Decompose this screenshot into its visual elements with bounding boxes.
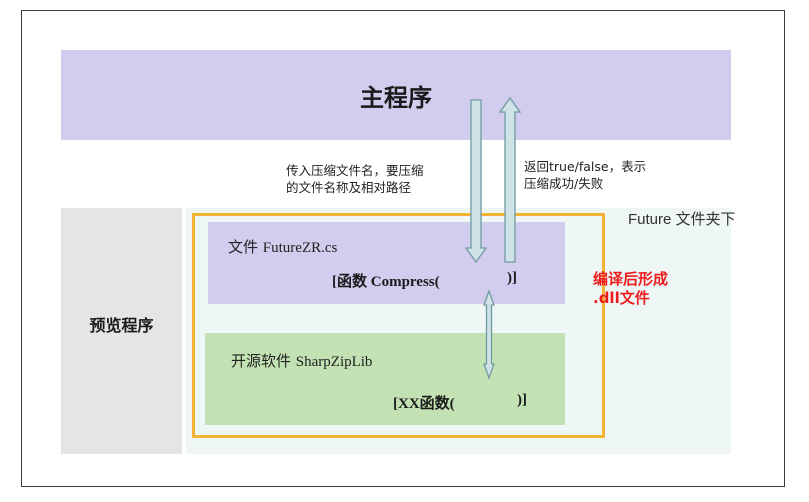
dll-note: 编译后形成 .dll文件 (593, 270, 668, 308)
cs-file-name: FutureZR.cs (262, 240, 338, 256)
up-arrow-icon (498, 96, 522, 263)
compress-function-end: )] (507, 270, 517, 286)
dll-note-line: 编译后形成 (593, 270, 669, 288)
compress-function-label: [函数 Compress( )] (332, 270, 517, 291)
xx-function-start: [XX函数( (393, 396, 455, 412)
input-params-note: 传入压缩文件名，要压缩 的文件名称及相对路径 (286, 162, 424, 196)
preview-program-box: 预览程序 (61, 208, 182, 454)
preview-program-label: 预览程序 (89, 316, 154, 335)
down-arrow-icon (464, 99, 488, 264)
input-params-note-line: 的文件名称及相对路径 (286, 180, 412, 195)
compress-function-start: [函数 Compress( (332, 274, 440, 290)
future-folder-label: Future 文件夹下 (628, 211, 736, 228)
dll-note-line: .dll文件 (593, 289, 650, 307)
input-params-note-line: 传入压缩文件名，要压缩 (286, 163, 424, 178)
double-arrow-icon (483, 289, 495, 380)
return-value-note-line: 返回true/false，表示 (524, 159, 647, 174)
main-program-label: 主程序 (360, 83, 432, 112)
sharpziplib-label: 开源软件 SharpZipLib (231, 350, 372, 371)
return-value-note-line: 压缩成功/失败 (524, 176, 604, 191)
xx-function-label: [XX函数( )] (393, 392, 527, 413)
dll-boundary-box (192, 213, 605, 438)
sharpziplib-box: 开源软件 SharpZipLib [XX函数( )] (205, 333, 565, 425)
return-value-note: 返回true/false，表示 压缩成功/失败 (524, 158, 646, 192)
main-program-box: 主程序 (61, 50, 731, 140)
sharpziplib-label-prefix: 开源软件 (231, 352, 296, 370)
cs-file-label-prefix: 文件 (228, 238, 263, 256)
cs-file-label: 文件 FutureZR.cs (228, 236, 337, 257)
xx-function-end: )] (517, 392, 527, 408)
sharpziplib-name: SharpZipLib (295, 354, 373, 370)
